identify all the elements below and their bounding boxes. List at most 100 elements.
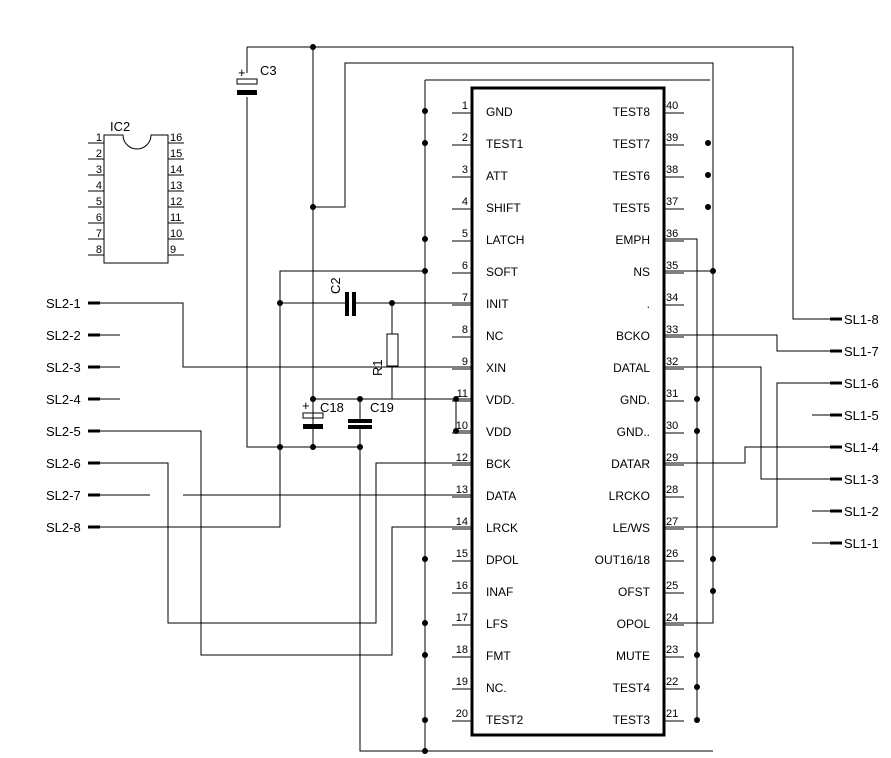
pin-name: DATAR bbox=[611, 457, 650, 471]
pin-name: OUT16/18 bbox=[595, 553, 651, 567]
c18-label: C18 bbox=[320, 400, 344, 415]
pin-number: 15 bbox=[170, 148, 182, 160]
sl1-terminal-3: SL1-3 bbox=[812, 472, 879, 487]
sl1-terminal-7: SL1-7 bbox=[812, 344, 879, 359]
pin-number: 5 bbox=[96, 196, 102, 208]
ic2-pin-6: 6 bbox=[88, 212, 104, 224]
pin-name: TEST6 bbox=[613, 169, 651, 183]
pin-number: 38 bbox=[666, 164, 678, 176]
ic2-pin-11: 11 bbox=[168, 212, 184, 224]
pin-number: 36 bbox=[666, 228, 678, 240]
sl2-terminal-5: SL2-5 bbox=[46, 424, 120, 439]
capacitor-c3: C3 + bbox=[236, 63, 277, 95]
sl1-terminal-5: SL1-5 bbox=[812, 408, 879, 423]
junction-dot bbox=[694, 684, 700, 690]
pin-left-14: 14 LRCK bbox=[452, 516, 518, 535]
terminal-label: SL2-8 bbox=[46, 520, 81, 535]
pin-number: 33 bbox=[666, 324, 678, 336]
pin-number: 32 bbox=[666, 356, 678, 368]
junction-dot bbox=[389, 300, 395, 306]
junction-dot bbox=[710, 268, 716, 274]
pin-name: BCKO bbox=[616, 329, 650, 343]
junction-dot bbox=[694, 428, 700, 434]
junction-dot bbox=[422, 108, 428, 114]
terminal-label: SL1-4 bbox=[844, 440, 879, 455]
pin-number: 3 bbox=[96, 164, 102, 176]
pin-name: NC bbox=[486, 329, 504, 343]
pin-name: EMPH bbox=[615, 233, 650, 247]
pin-right-22: 22 TEST4 bbox=[613, 676, 684, 695]
terminal-label: SL1-2 bbox=[844, 504, 879, 519]
pin-number: 26 bbox=[666, 548, 678, 560]
pin-right-38: 38 TEST6 bbox=[613, 164, 684, 183]
sl2-terminal-2: SL2-2 bbox=[46, 328, 120, 343]
resistor-r1: R1 bbox=[370, 333, 399, 376]
pin-name: FMT bbox=[486, 649, 511, 663]
pin-number: 24 bbox=[666, 612, 678, 624]
junction-dot bbox=[422, 268, 428, 274]
sl1-terminal-6: SL1-6 bbox=[812, 376, 879, 391]
terminal-label: SL2-7 bbox=[46, 488, 81, 503]
pin-number: 17 bbox=[456, 612, 468, 624]
junction-dot bbox=[705, 172, 711, 178]
pin-name: LRCKO bbox=[609, 489, 650, 503]
pin-name: OPOL bbox=[617, 617, 651, 631]
sl2-terminal-3: SL2-3 bbox=[46, 360, 120, 375]
ic2-pin-4: 4 bbox=[88, 180, 104, 192]
junction-dot bbox=[705, 140, 711, 146]
terminal-label: SL1-5 bbox=[844, 408, 879, 423]
capacitor-c18: C18 + bbox=[302, 398, 344, 429]
pin-name: MUTE bbox=[616, 649, 650, 663]
pin-name: TEST2 bbox=[486, 713, 524, 727]
pin-number: 12 bbox=[170, 196, 182, 208]
pin-number: 39 bbox=[666, 132, 678, 144]
pin-number: 1 bbox=[96, 132, 102, 144]
pin-name: TEST4 bbox=[613, 681, 651, 695]
pin-number: 19 bbox=[456, 676, 468, 688]
pin-name: GND.. bbox=[617, 425, 650, 439]
pin-name: TEST3 bbox=[613, 713, 651, 727]
ic2-pin-13: 13 bbox=[168, 180, 184, 192]
pin-number: 14 bbox=[456, 516, 468, 528]
sl1-terminal-4: SL1-4 bbox=[812, 440, 879, 455]
pin-number: 8 bbox=[96, 244, 102, 256]
pin-number: 28 bbox=[666, 484, 678, 496]
pin-number: 18 bbox=[456, 644, 468, 656]
junction-dot bbox=[694, 717, 700, 723]
pin-right-39: 39 TEST7 bbox=[613, 132, 684, 151]
pin-number: 22 bbox=[666, 676, 678, 688]
sl2-terminal-7: SL2-7 bbox=[46, 488, 120, 503]
pin-right-36: 36 EMPH bbox=[615, 228, 684, 247]
pin-name: NC. bbox=[486, 681, 507, 695]
sl1-terminal-8: SL1-8 bbox=[812, 312, 879, 327]
pin-number: 35 bbox=[666, 260, 678, 272]
junction-dot bbox=[710, 588, 716, 594]
terminal-label: SL2-4 bbox=[46, 392, 81, 407]
sl2-terminal-1: SL2-1 bbox=[46, 296, 120, 311]
c3-label: C3 bbox=[260, 63, 277, 78]
pin-number: 7 bbox=[96, 228, 102, 240]
terminal-label: SL2-5 bbox=[46, 424, 81, 439]
terminal-label: SL2-2 bbox=[46, 328, 81, 343]
pin-name: TEST7 bbox=[613, 137, 651, 151]
junction-dot bbox=[422, 236, 428, 242]
pin-name: DPOL bbox=[486, 553, 519, 567]
wire-top-loop bbox=[247, 46, 830, 320]
pin-number: 6 bbox=[462, 260, 468, 272]
junction-dot bbox=[422, 556, 428, 562]
wire-soft bbox=[95, 270, 425, 528]
pin-number: 3 bbox=[462, 164, 468, 176]
pin-name: LRCK bbox=[486, 521, 518, 535]
